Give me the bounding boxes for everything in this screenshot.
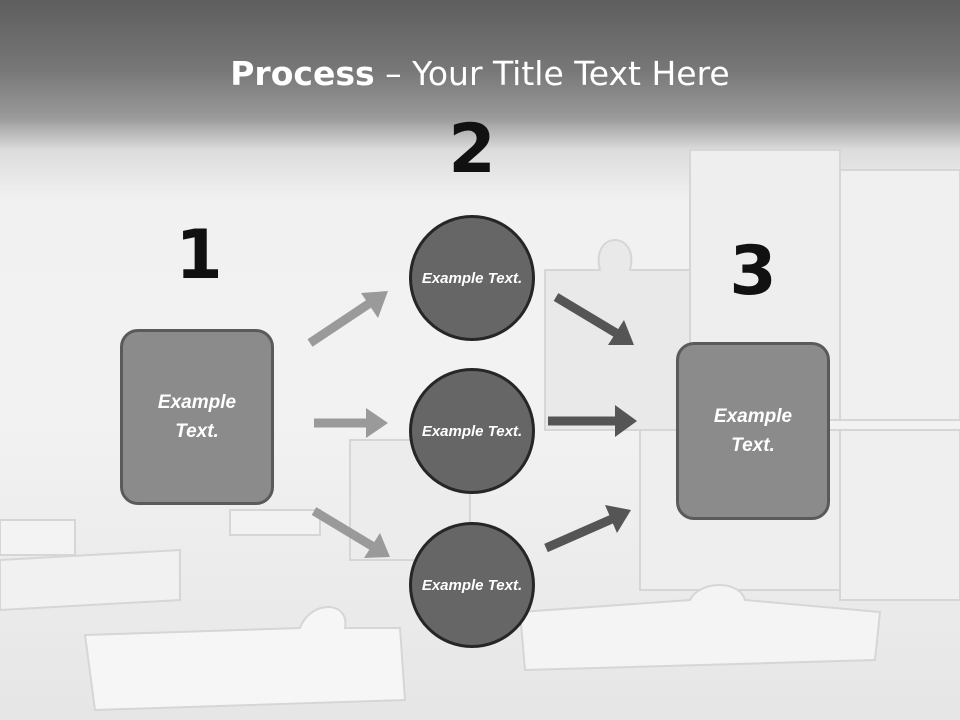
right-box-text: Example Text.	[713, 406, 793, 456]
arrow-to-middle-circle	[314, 408, 388, 438]
left-process-box: Example Text.	[120, 329, 274, 505]
arrow-from-bottom-circle	[544, 505, 631, 553]
step-number-1: 1	[175, 216, 223, 295]
bottom-process-circle: Example Text.	[409, 522, 535, 648]
top-circle-text: Example Text.	[421, 269, 523, 287]
middle-circle-text: Example Text.	[421, 422, 523, 440]
middle-process-circle: Example Text.	[409, 368, 535, 494]
right-process-box: Example Text.	[676, 342, 830, 520]
arrow-from-top-circle	[553, 293, 634, 345]
step-number-2: 2	[448, 110, 496, 189]
arrow-to-bottom-circle	[311, 507, 390, 558]
bottom-circle-text: Example Text.	[421, 576, 523, 594]
top-process-circle: Example Text.	[409, 215, 535, 341]
slide-title: Process – Your Title Text Here	[0, 54, 960, 93]
left-box-text: Example Text.	[157, 392, 237, 442]
arrow-from-middle-circle	[548, 405, 637, 437]
title-strong: Process	[230, 54, 375, 93]
step-number-3: 3	[729, 232, 777, 311]
arrow-to-top-circle	[307, 291, 388, 347]
title-rest: – Your Title Text Here	[374, 54, 730, 93]
